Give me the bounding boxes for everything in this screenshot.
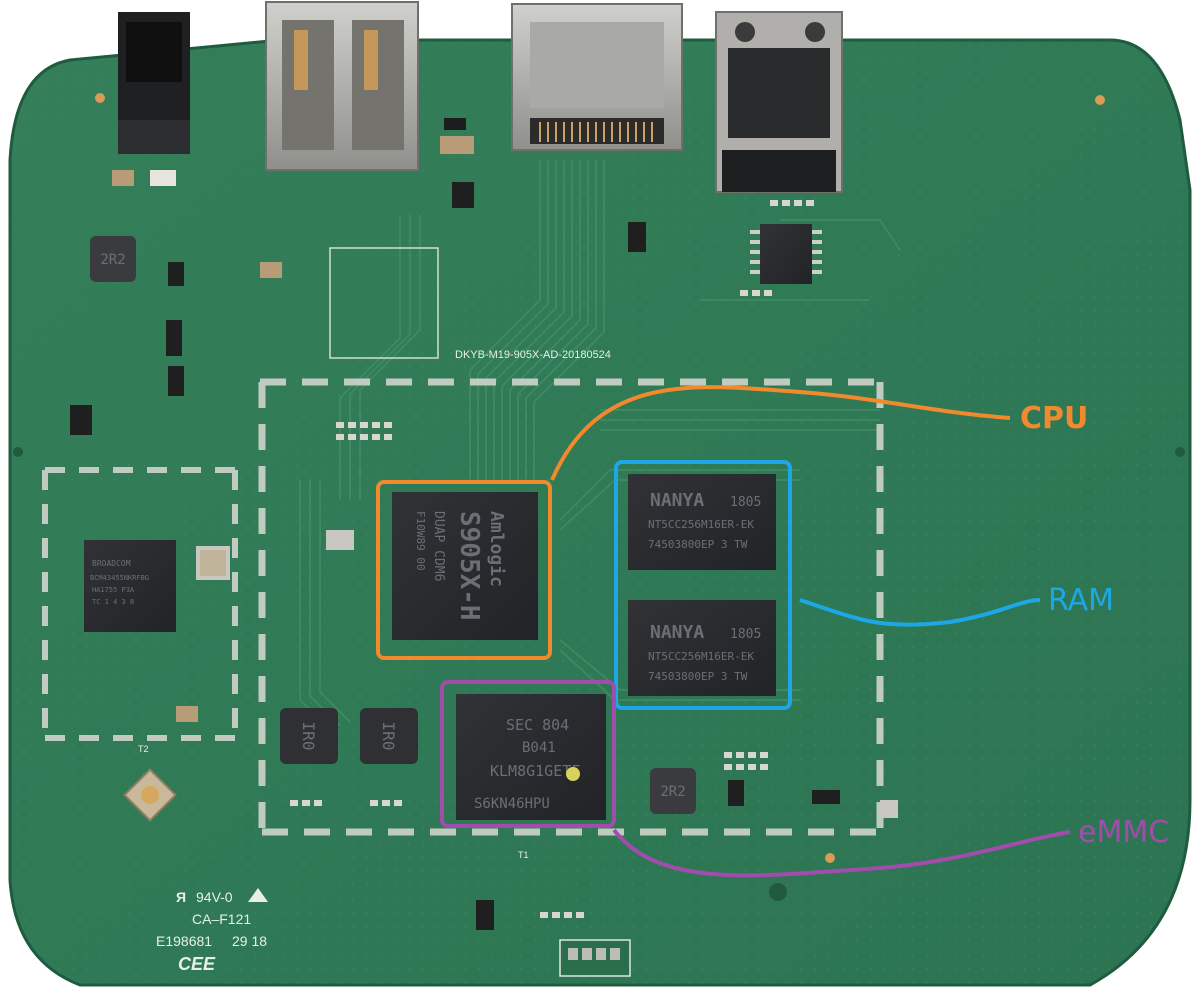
cpu-chip: Amlogic S905X-H DUAP CDM6 F10W89 00 xyxy=(392,492,538,640)
shield-fence xyxy=(258,378,884,836)
inductor-label: IR0 xyxy=(379,722,398,751)
inductor-label: 2R2 xyxy=(100,252,125,268)
e-number-label: E198681 xyxy=(156,933,212,949)
warning-triangle-icon xyxy=(248,888,268,902)
hdmi-port xyxy=(511,3,683,151)
emmc-part: KLM8G1GETF xyxy=(490,762,580,780)
ram-date: 1805 xyxy=(730,627,761,642)
cee-label: CEE xyxy=(178,954,216,974)
emmc-leader-line xyxy=(612,828,1071,878)
wifi-chip-code: HA1755 P3A xyxy=(92,586,135,594)
cpu-lot: F10W89 00 xyxy=(414,511,427,571)
rating-label: 94V-0 xyxy=(196,889,233,905)
wifi-chip: BROADCOM BCM43455NKRFBG HA1755 P3A TC 1 … xyxy=(84,540,176,632)
ram-callout-label: RAM xyxy=(1048,583,1114,618)
silkscreen-frame xyxy=(329,247,439,359)
wifi-chip-brand: BROADCOM xyxy=(92,559,131,568)
board-id-silkscreen: DKYB-M19-905X-AD-20180524 xyxy=(455,349,611,361)
t2-label: T2 xyxy=(138,744,149,754)
ram-highlight-box xyxy=(614,460,792,710)
ram-brand: NANYA xyxy=(650,490,704,511)
emmc-lot: S6KN46HPU xyxy=(474,796,550,812)
inductor-label: IR0 xyxy=(299,722,318,751)
mounting-holes xyxy=(13,93,1185,901)
ram-part: NT5CC256M16ER-EK xyxy=(648,518,754,531)
cpu-highlight-box xyxy=(376,480,552,660)
ram-part: NT5CC256M16ER-EK xyxy=(648,650,754,663)
cpu-callout-label: CPU xyxy=(1020,401,1088,436)
audio-codec-chip xyxy=(750,224,822,284)
ram-lot: 74503800EP 3 TW xyxy=(648,538,748,551)
t1-label: T1 xyxy=(518,850,529,860)
ram-brand: NANYA xyxy=(650,622,704,643)
usb-port-stack xyxy=(265,1,419,171)
certification-marks: Я 94V-0 CA–F121 E198681 29 18 CEE xyxy=(156,888,268,974)
cpu-brand: Amlogic xyxy=(486,511,507,587)
passive-array xyxy=(290,200,814,918)
shield-fence-wifi xyxy=(42,467,238,741)
emmc-callout-label: eMMC xyxy=(1078,815,1169,850)
ram-lot: 74503800EP 3 TW xyxy=(648,670,748,683)
emmc-code: B041 xyxy=(522,740,556,756)
ram-leader-line xyxy=(799,598,1041,627)
cpu-leader-line xyxy=(550,385,1011,481)
emmc-brand: SEC 804 xyxy=(506,716,569,734)
dc-power-jack xyxy=(118,12,190,154)
emmc-chip: SEC 804 B041 KLM8G1GETF S6KN46HPU xyxy=(456,694,606,820)
inductor-label: 2R2 xyxy=(660,784,685,800)
e-suffix-label: 29 18 xyxy=(232,933,267,949)
inductor-2r2-top: 2R2 xyxy=(90,236,136,282)
copper-traces xyxy=(299,160,901,731)
ul-mark: Я xyxy=(176,889,186,905)
wifi-chip-part: BCM43455NKRFBG xyxy=(90,574,149,582)
emmc-highlight-box xyxy=(440,680,616,828)
audio-jack xyxy=(715,11,843,193)
inductor-2r2-bottom: 2R2 xyxy=(650,768,696,814)
inductor-ir0-right: IR0 xyxy=(360,708,418,764)
ram-chip-2: NANYA 1805 NT5CC256M16ER-EK 74503800EP 3… xyxy=(628,600,776,696)
antenna-connector xyxy=(123,768,177,822)
inductor-ir0-left: IR0 xyxy=(280,708,338,764)
wifi-chip-lot: TC 1 4 3 8 xyxy=(92,598,134,606)
smd-components xyxy=(70,118,898,977)
ram-chip-1: NANYA 1805 NT5CC256M16ER-EK 74503800EP 3… xyxy=(628,474,776,570)
cpu-model: S905X-H xyxy=(454,511,484,621)
cpu-code: DUAP CDM6 xyxy=(431,511,446,581)
ca-label: CA–F121 xyxy=(192,911,251,927)
ram-date: 1805 xyxy=(730,495,761,510)
